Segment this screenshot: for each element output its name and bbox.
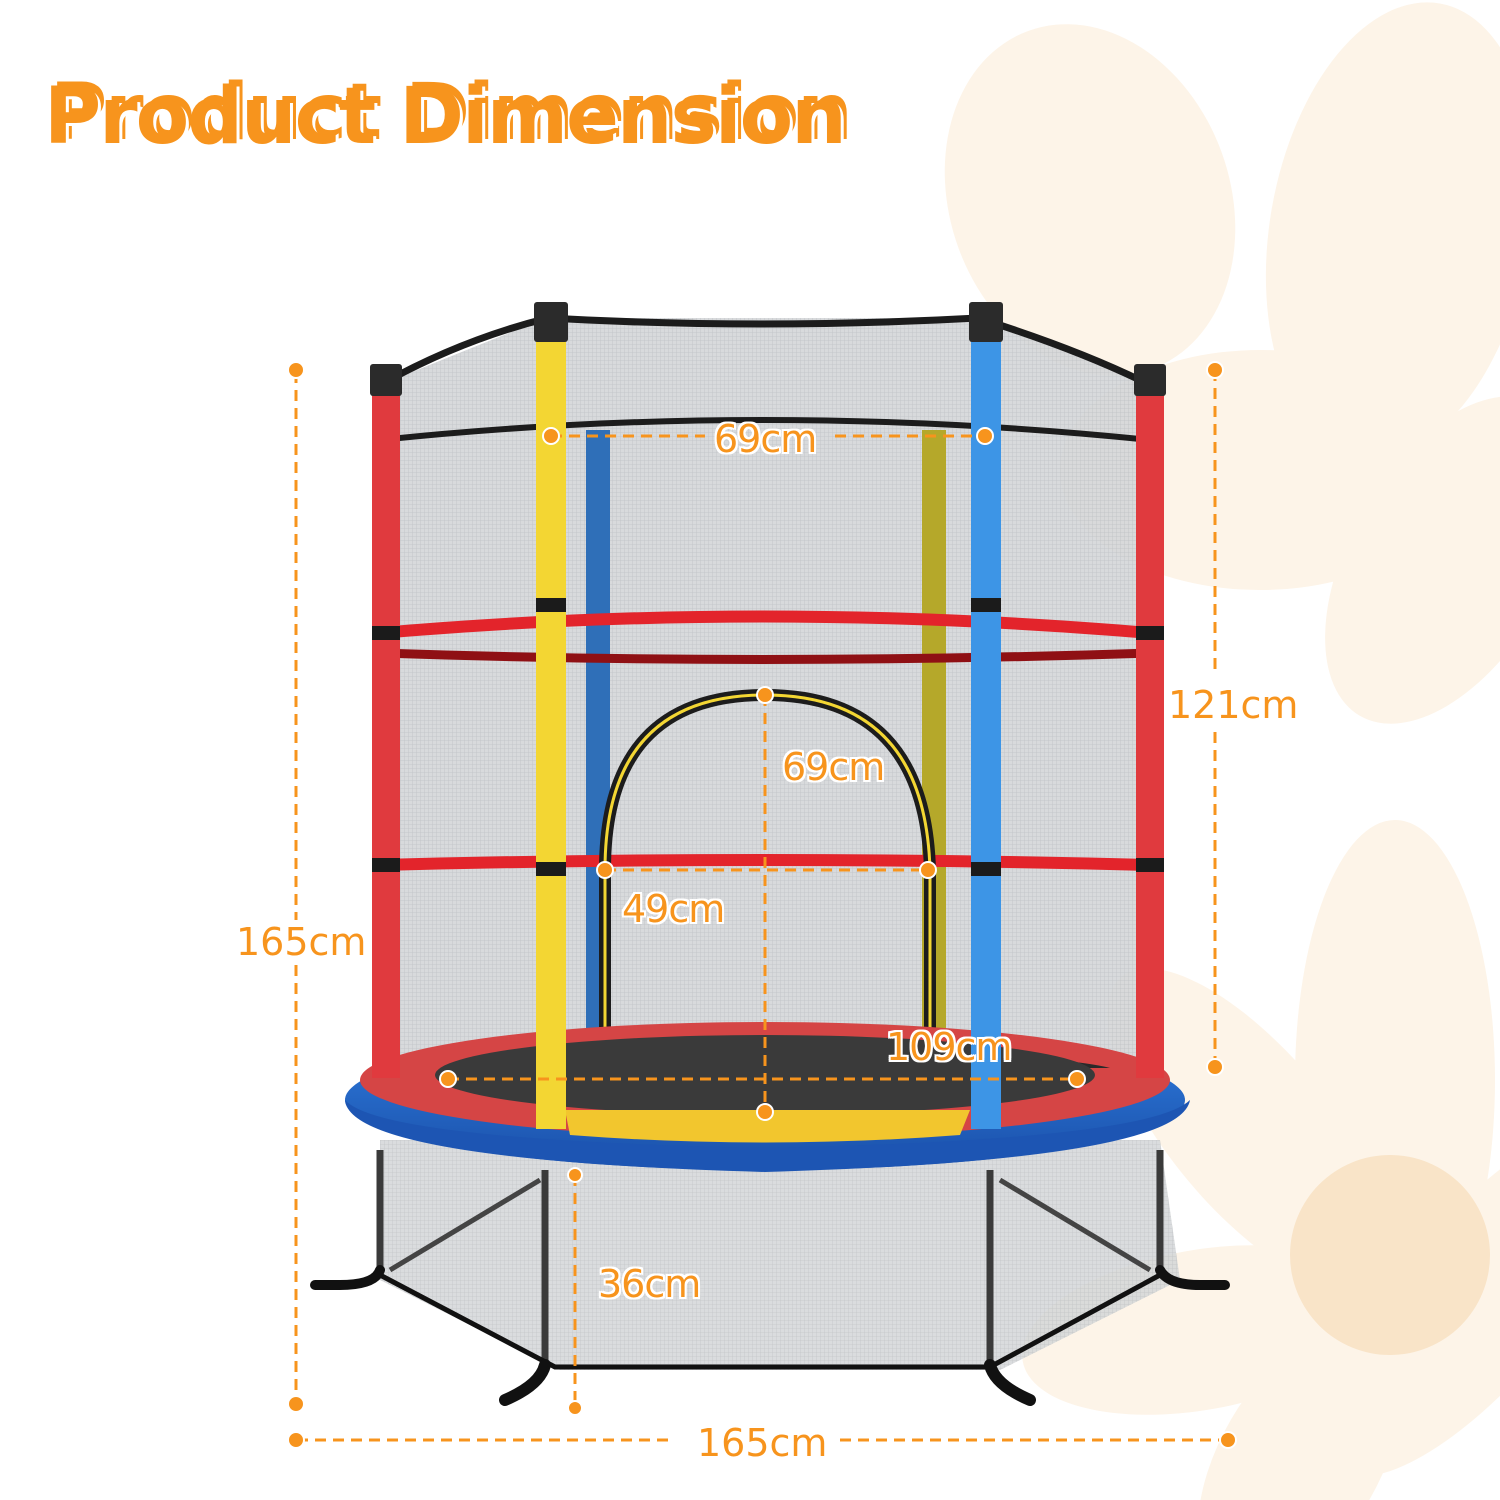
dimension-lines xyxy=(294,370,1228,1442)
overall-width-label: 165cm xyxy=(697,1421,828,1465)
enclosure-poles xyxy=(370,302,1166,1129)
jump-mat-and-pad xyxy=(345,1022,1190,1172)
jump-mat-diameter-label: 109cm xyxy=(886,1025,1012,1069)
trampoline-base-frame xyxy=(310,1140,1230,1406)
door-height-label: 69cm xyxy=(782,745,885,789)
page-title: Product Dimension xyxy=(44,72,847,162)
overall-height-label: 165cm xyxy=(236,920,367,964)
background-flower-bottom-icon xyxy=(1022,820,1500,1500)
enclosure-height-label: 121cm xyxy=(1168,683,1299,727)
frame-height-label: 36cm xyxy=(598,1262,701,1306)
door-width-label: 49cm xyxy=(622,887,725,931)
top-opening-width-label: 69cm xyxy=(714,417,817,461)
dimension-endpoint-markers xyxy=(287,361,1237,1449)
